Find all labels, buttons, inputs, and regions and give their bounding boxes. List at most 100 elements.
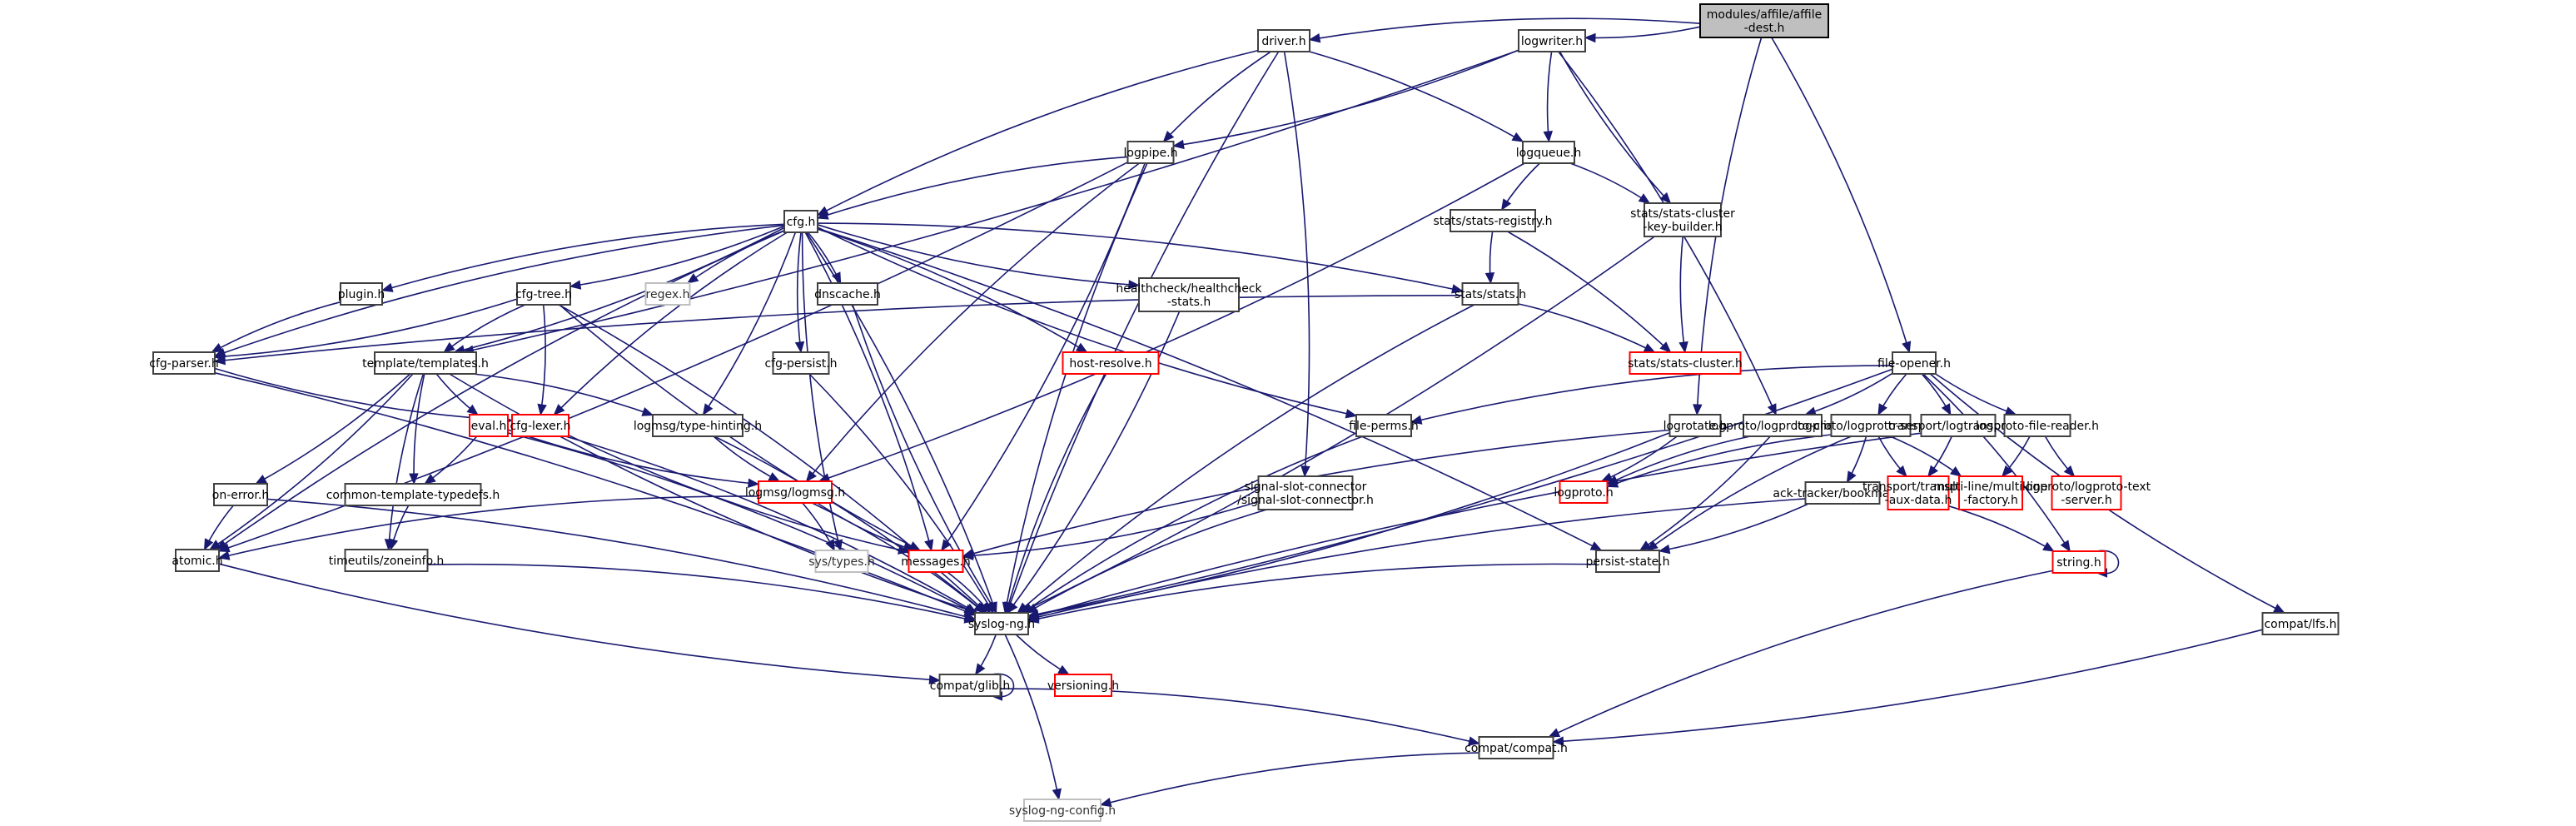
edge-line [714,435,986,614]
arrowhead-icon [1052,788,1062,801]
arrowhead-icon [1902,341,1912,354]
node-eval[interactable]: eval.h [469,414,509,437]
node-box [1830,414,1912,437]
node-box [814,550,869,573]
edge-stats_registry-to-stats_cluster [1507,231,1672,353]
node-cfg-parser[interactable]: cfg-parser.h [149,351,219,375]
edge-type_hinting-to-logmsg [713,435,781,482]
node-zoneinfo[interactable]: timeutils/zoneinfo.h [329,549,445,572]
node-box [1629,351,1742,375]
node-messages[interactable]: messages.h [901,550,971,573]
arrowhead-icon [1007,601,1018,615]
node-lp-file-reader[interactable]: logproto-file-reader.h [1976,414,2099,437]
edge-eval-to-logmsg [507,429,760,488]
node-healthcheck[interactable]: healthcheck/healthcheck-stats.h [1116,277,1263,312]
node-lp-client[interactable]: logproto/logproto-client.h [1708,414,1857,437]
edge-line [1309,51,1524,142]
node-cfg-persist[interactable]: cfg-persist.h [764,351,838,375]
node-aux-data[interactable]: transport/transport-aux-data.h [1862,475,1975,510]
node-on-error[interactable]: on-error.h [212,483,269,506]
node-templates[interactable]: template/templates.h [362,351,489,375]
node-box [1892,351,1937,375]
node-logpipe[interactable]: logpipe.h [1124,141,1178,164]
node-ssc[interactable]: signal-slot-connector/signal-slot-connec… [1237,475,1374,510]
node-box [511,414,569,437]
node-label: sys/types.h [808,555,874,569]
edge-ctt-to-zoneinfo [388,505,410,551]
node-type-hinting[interactable]: logmsg/type-hinting.h [634,414,762,437]
node-compat-lfs[interactable]: compat/lfs.h [2261,612,2340,635]
edge-line [565,435,977,614]
node-box [772,351,830,375]
edge-cfg_lexer-to-syslog_ng [565,435,977,614]
node-host-resolve[interactable]: host-resolve.h [1062,351,1160,375]
edge-cfg-to-messages [804,231,934,552]
arrowhead-icon [686,273,699,284]
arrowhead-icon [2042,541,2055,552]
node-logtransport[interactable]: transport/logtransport.h [1888,414,2029,437]
node-logmsg[interactable]: logmsg/logmsg.h [745,480,845,504]
edge-cfg-to-cfg_persist [794,231,805,354]
node-atomic[interactable]: atomic.h [172,549,223,572]
node-sys-types[interactable]: sys/types.h [808,550,875,573]
node-plugin[interactable]: plugin.h [338,282,385,306]
arrowhead-icon [1589,541,1603,551]
node-box [1138,277,1240,312]
node-regex[interactable]: regex.h [644,282,691,306]
node-stats-cluster[interactable]: stats/stats-cluster.h [1628,351,1743,375]
node-stats[interactable]: stats/stats.h [1455,282,1526,306]
node-syslog-ng-config[interactable]: syslog-ng-config.h [1009,799,1116,822]
node-dnscache[interactable]: dnscache.h [814,282,881,306]
edge-persist_state-to-syslog_ng [1027,563,1597,624]
edge-line [266,498,976,620]
edge-cfg-to-regex [686,230,785,284]
node-file-perms[interactable]: file-perms.h [1349,414,1419,437]
node-string[interactable]: string.h [2051,550,2106,574]
edge-logqueue-to-logmsg [818,162,1525,483]
edge-line [559,304,921,551]
edge-line [713,435,780,482]
edge-line [1027,368,1893,617]
node-lp-server[interactable]: logproto/logproto-server.h [1795,414,1947,437]
node-label: timeutils/zoneinfo.h [329,555,445,568]
node-file-opener[interactable]: file-opener.h [1877,351,1951,375]
node-label: string.h [2056,556,2101,570]
node-lp-text-server[interactable]: logproto/logproto-text-server.h [2022,475,2151,510]
node-logqueue[interactable]: logqueue.h [1516,141,1582,164]
node-label: multi-line/multi-line [1934,480,2048,494]
edge-stats_registry-to-stats [1484,231,1495,285]
edge-line [1005,373,1107,614]
node-logproto[interactable]: logproto.h [1554,480,1614,504]
node-stats-ckb[interactable]: stats/stats-cluster-key-builder.h [1630,202,1735,237]
node-versioning[interactable]: versioning.h [1047,674,1119,697]
node-stats-registry[interactable]: stats/stats-registry.h [1433,209,1553,232]
node-persist-state[interactable]: persist-state.h [1585,550,1670,573]
edge-line [962,500,1259,557]
arrowhead-icon [768,472,781,482]
node-label: logwriter.h [1521,35,1583,48]
node-cfg[interactable]: cfg.h [783,210,818,233]
edge-line [1546,51,1553,142]
edge-eval-to-ctt [424,435,478,485]
node-compat-compat[interactable]: compat/compat.h [1465,736,1568,759]
node-logrotate[interactable]: logrotate.h [1663,414,1728,437]
edge-lp_file_reader-to-lp_text_server [2044,435,2076,477]
node-ctt[interactable]: common-template-typedefs.h [326,483,500,506]
node-bookmark[interactable]: ack-tracker/bookmark.h [1773,481,1912,505]
node-cfg-tree[interactable]: cfg-tree.h [515,282,572,306]
edge-line [1007,311,1181,614]
node-affile-dest[interactable]: modules/affile/affile-dest.h [1699,3,1829,38]
node-compat-glib[interactable]: compat/glib.h [930,674,1010,697]
node-driver[interactable]: driver.h [1257,29,1310,52]
node-syslog-ng[interactable]: syslog-ng.h [968,612,1035,635]
edge-line [569,225,785,287]
edge-syslog_ng-to-syslog_ng_config [1004,634,1062,801]
node-label: /signal-slot-connector.h [1237,494,1374,507]
arrowhead-icon [794,341,805,354]
node-mlf[interactable]: multi-line/multi-line-factory.h [1934,475,2048,510]
edge-bookmark-to-persist_state [1658,503,1809,555]
node-box [374,351,477,375]
node-cfg-lexer[interactable]: cfg-lexer.h [510,414,571,437]
node-box [1595,550,1660,573]
node-logwriter[interactable]: logwriter.h [1518,29,1586,52]
